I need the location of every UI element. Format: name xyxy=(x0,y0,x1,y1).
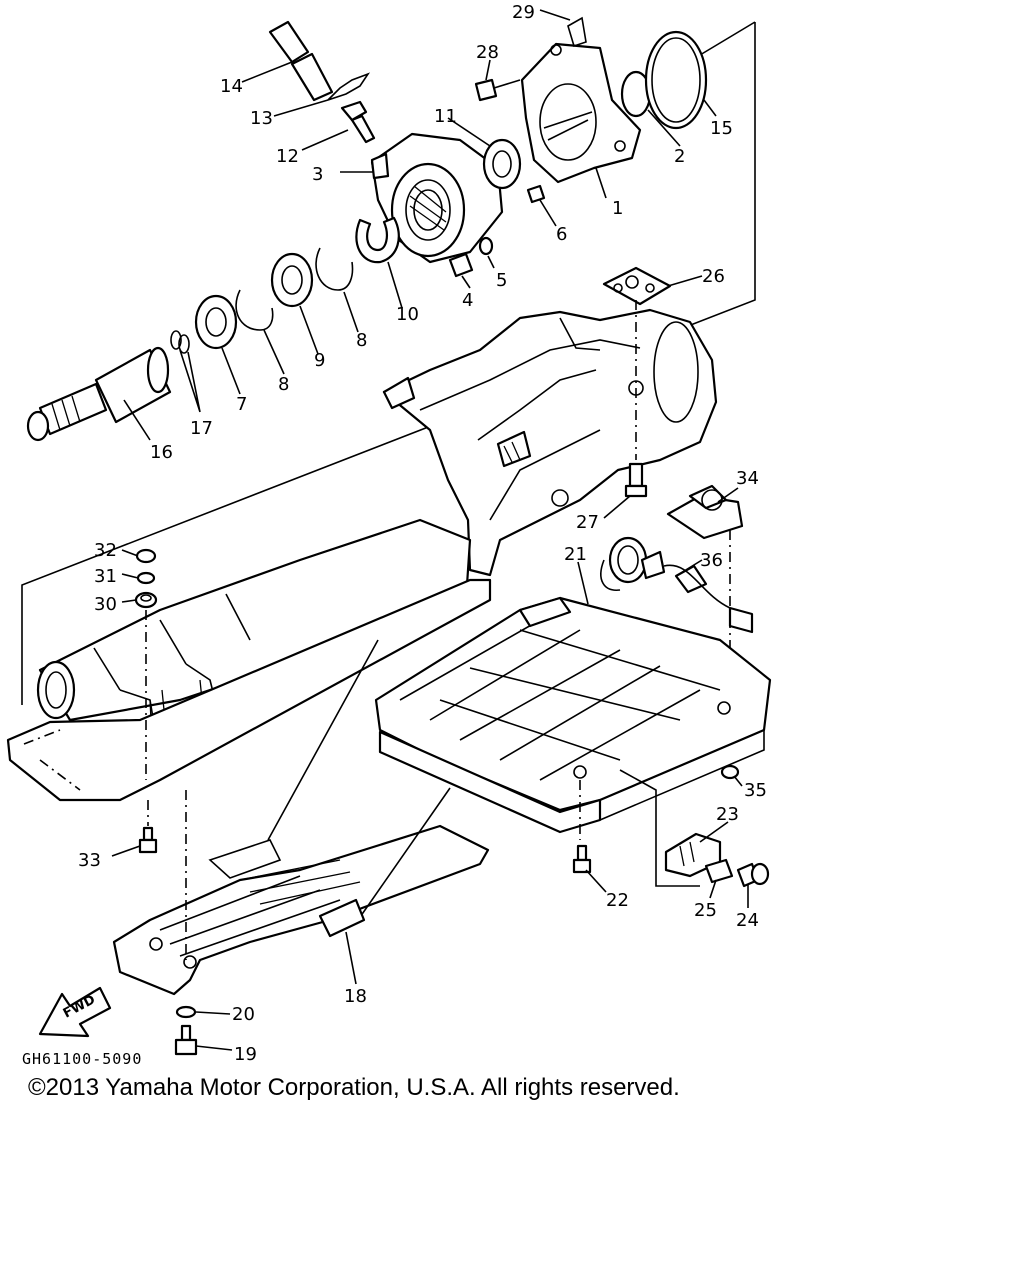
part-16-shaft xyxy=(26,346,172,442)
callout-20: 20 xyxy=(232,1004,255,1025)
part-13-clip xyxy=(327,72,371,101)
callout-34: 34 xyxy=(736,468,759,489)
callout-16: 16 xyxy=(150,442,173,463)
part-27-bolt xyxy=(624,462,648,498)
intake-duct xyxy=(36,518,472,761)
callout-31: 31 xyxy=(94,566,117,587)
callout-27: 27 xyxy=(576,512,599,533)
part-31-washer xyxy=(136,571,156,585)
part-35-bolt xyxy=(720,764,740,780)
part-5-washer xyxy=(478,236,494,256)
part-29-clip xyxy=(567,16,587,48)
callout-14: 14 xyxy=(220,76,243,97)
callout-5: 5 xyxy=(496,270,507,291)
part-18-intake-grate xyxy=(112,639,490,996)
fwd-arrow-icon: FWD xyxy=(38,986,112,1038)
callout-24: 24 xyxy=(736,910,759,931)
callout-25: 25 xyxy=(694,900,717,921)
callout-32: 32 xyxy=(94,540,117,561)
callout-29: 29 xyxy=(512,2,535,23)
callout-3: 3 xyxy=(312,164,323,185)
callout-36: 36 xyxy=(700,550,723,571)
base-plate xyxy=(6,578,492,802)
assembly-frame xyxy=(21,21,756,705)
part-7-bearing xyxy=(194,294,238,350)
part-33-bolt xyxy=(138,826,158,854)
callout-9: 9 xyxy=(314,350,325,371)
part-21-ride-plate xyxy=(374,596,772,834)
part-15-gasket xyxy=(644,30,708,130)
part-25-plate xyxy=(704,858,734,884)
callout-7: 7 xyxy=(236,394,247,415)
callout-12: 12 xyxy=(276,146,299,167)
callout-10: 10 xyxy=(396,304,419,325)
callout-4: 4 xyxy=(462,290,473,311)
part-24-bolt xyxy=(736,862,770,888)
callout-33: 33 xyxy=(78,850,101,871)
part-20-washer xyxy=(175,1005,197,1019)
pump-body xyxy=(382,308,718,577)
part-14-sleeve xyxy=(268,20,334,102)
callout-8a: 8 xyxy=(278,374,289,395)
part-32-nut xyxy=(135,548,157,564)
part-6-pin xyxy=(526,184,546,204)
callout-28: 28 xyxy=(476,42,499,63)
part-28-bolt xyxy=(474,78,521,102)
callout-21: 21 xyxy=(564,544,587,565)
part-code: GH61100-5090 xyxy=(22,1050,143,1068)
part-10-circlip xyxy=(355,216,400,264)
part-3-housing xyxy=(370,132,504,264)
part-12-bolt xyxy=(340,100,376,144)
callout-13: 13 xyxy=(250,108,273,129)
part-36-sensor xyxy=(600,536,754,634)
callout-11: 11 xyxy=(434,106,457,127)
part-30-nut xyxy=(134,591,158,609)
callout-8b: 8 xyxy=(356,330,367,351)
callout-17: 17 xyxy=(190,418,213,439)
callout-15: 15 xyxy=(710,118,733,139)
callout-6: 6 xyxy=(556,224,567,245)
callout-22: 22 xyxy=(606,890,629,911)
part-11-bearing xyxy=(482,138,522,190)
part-4-bolt xyxy=(448,252,474,278)
part-19-bolt xyxy=(174,1024,198,1056)
callout-26: 26 xyxy=(702,266,725,287)
callout-labels: 1 2 3 4 5 6 7 8 8 9 10 11 12 13 14 15 16… xyxy=(78,2,767,1065)
copyright-notice: ©2013 Yamaha Motor Corporation, U.S.A. A… xyxy=(28,1074,680,1101)
callout-18: 18 xyxy=(344,986,367,1007)
part-22-bolt xyxy=(572,844,592,874)
part-1-cover xyxy=(520,42,642,184)
parts-diagram: FWD xyxy=(6,2,772,1065)
callout-19: 19 xyxy=(234,1044,257,1065)
callout-2: 2 xyxy=(674,146,685,167)
part-17-orings xyxy=(170,330,190,354)
leader-lines xyxy=(111,9,749,1051)
callout-1: 1 xyxy=(612,198,623,219)
callout-23: 23 xyxy=(716,804,739,825)
part-9-bearing xyxy=(270,252,314,308)
part-34-bracket xyxy=(666,484,744,540)
callout-35: 35 xyxy=(744,780,767,801)
part-26-plate xyxy=(602,266,672,306)
callout-30: 30 xyxy=(94,594,117,615)
part-8-circlip xyxy=(235,247,354,331)
